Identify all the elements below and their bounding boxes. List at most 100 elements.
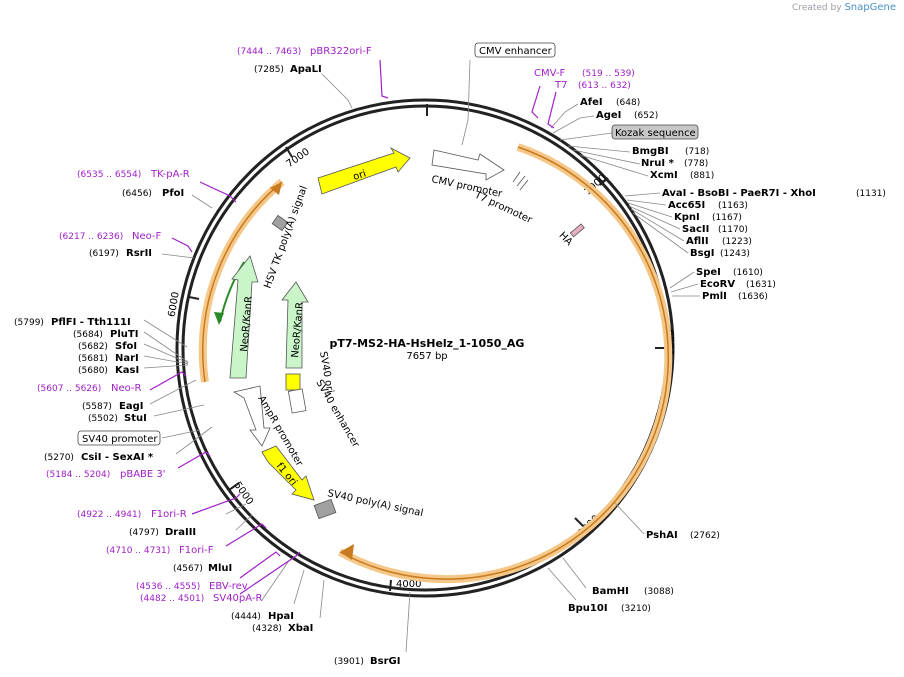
primer-tk-pa-r: TK-pA-R xyxy=(150,169,190,180)
enzyme-apali-pos: (7285) xyxy=(254,65,284,75)
enzyme-sfoi-pos: (5682) xyxy=(78,342,108,352)
enzyme-acc65i: Acc65I xyxy=(668,200,705,211)
primer-markers xyxy=(149,59,557,595)
enzyme-bsgi: BsgI xyxy=(690,248,714,259)
enzyme-xhoi-group-pos: (1131) xyxy=(856,189,886,199)
enzyme-tth111i: PflFI - Tth111I xyxy=(51,317,131,328)
neo-outer-arrow xyxy=(229,255,259,379)
enzyme-bsrgi: BsrGI xyxy=(370,656,400,667)
enzyme-sacii-pos: (1170) xyxy=(718,225,748,235)
cds-arrowhead xyxy=(340,544,354,560)
primer-cmv-f-range: (519 .. 539) xyxy=(582,69,635,79)
enzyme-nari-pos: (5681) xyxy=(78,354,108,364)
neo-outer-label: NeoR/KanR xyxy=(239,296,255,353)
t7-promoter-marks xyxy=(512,171,529,191)
enzyme-stui-pos: (5502) xyxy=(88,414,118,424)
tick-6000: 6000 xyxy=(167,291,182,318)
enzyme-agei: AgeI xyxy=(596,110,621,121)
enzyme-hpai: HpaI xyxy=(268,611,294,622)
enzyme-spei-pos: (1610) xyxy=(733,268,763,278)
primer-f1ori-r-range: (4922 .. 4941) xyxy=(77,510,141,520)
enzyme-xbai-pos: (4328) xyxy=(252,624,282,634)
enzyme-bpu10i-pos: (3210) xyxy=(621,604,651,614)
primer-neo-r: Neo-R xyxy=(111,383,142,394)
primer-t7: T7 xyxy=(554,80,567,91)
primer-ebv-rev-range: (4536 .. 4555) xyxy=(136,582,200,592)
enzyme-bamhi: BamHI xyxy=(592,586,629,597)
sv40-enhancer-box xyxy=(287,388,307,414)
primer-pbabe3: pBABE 3' xyxy=(120,469,166,480)
primer-f1ori-f-range: (4710 .. 4731) xyxy=(106,546,170,556)
enzyme-pmli-pos: (1636) xyxy=(738,292,768,302)
enzyme-ecorv-pos: (1631) xyxy=(746,280,776,290)
enzyme-xcmi-pos: (881) xyxy=(690,171,714,181)
enzyme-pfoi: PfoI xyxy=(162,188,184,199)
enzyme-afei-pos: (648) xyxy=(616,98,640,108)
primer-tk-pa-r-range: (6535 .. 6554) xyxy=(77,170,141,180)
neo-inner-arrow xyxy=(281,281,309,369)
primer-neo-f: Neo-F xyxy=(132,231,162,242)
primer-t7-range: (613 .. 632) xyxy=(578,81,631,91)
watermark-brand: SnapGene xyxy=(844,2,896,13)
sv40-enhancer-label: SV40 enhancer xyxy=(313,378,361,450)
enzyme-kpni: KpnI xyxy=(674,212,700,223)
enzyme-kasi: KasI xyxy=(115,365,139,376)
primer-sv40pa-r: SV40pA-R xyxy=(213,593,262,604)
hsv-tk-box xyxy=(271,214,289,232)
primer-cmv-f: CMV-F xyxy=(534,68,565,79)
neo-green-arrowhead xyxy=(214,312,224,325)
enzyme-apali: ApaLI xyxy=(290,64,322,75)
neo-inner-label: NeoR/KanR xyxy=(290,302,306,359)
primer-neo-f-range: (6217 .. 6236) xyxy=(59,232,123,242)
enzyme-afei: AfeI xyxy=(580,97,603,108)
enzyme-bsgi-pos: (1243) xyxy=(720,249,750,259)
enzyme-kpni-pos: (1167) xyxy=(712,213,742,223)
enzyme-nari: NarI xyxy=(115,353,139,364)
enzyme-acc65i-pos: (1163) xyxy=(718,201,748,211)
primer-pbr322ori-f: pBR322ori-F xyxy=(310,46,372,57)
primer-ebv-rev: EBV-rev xyxy=(209,581,248,592)
tick-4000: 4000 xyxy=(396,579,421,590)
kozak-box xyxy=(611,124,699,140)
enzyme-xcmi: XcmI xyxy=(650,170,678,181)
enzyme-pluti: PluTI xyxy=(110,329,138,340)
primer-f1ori-f: F1ori-F xyxy=(179,545,214,556)
cmv-promoter-arrow xyxy=(431,149,505,181)
sv40-promoter-box xyxy=(77,430,161,446)
primer-sv40pa-r-range: (4482 .. 4501) xyxy=(140,594,204,604)
enzyme-xbai: XbaI xyxy=(288,623,313,634)
enzyme-draiii-pos: (4797) xyxy=(129,528,159,538)
enzyme-eagi: EagI xyxy=(119,401,143,412)
enzyme-aflii: AflII xyxy=(686,236,709,247)
kozak-label: Kozak sequence xyxy=(615,128,696,139)
enzyme-kasi-pos: (5680) xyxy=(78,366,108,376)
backbone-outer xyxy=(175,98,675,598)
hsv-tk-label: HSV TK poly(A) signal xyxy=(262,184,309,290)
enzyme-stui: StuI xyxy=(124,413,147,424)
enzyme-agei-pos: (652) xyxy=(634,111,658,121)
sv40-ori-box xyxy=(285,373,301,391)
enzyme-bamhi-pos: (3088) xyxy=(644,587,674,597)
ha-feature xyxy=(569,223,585,238)
enzyme-hpai-pos: (4444) xyxy=(231,612,261,622)
enzyme-pluti-pos: (5684) xyxy=(73,330,103,340)
plasmid-size: 7657 bp xyxy=(406,351,447,362)
enzyme-bmgbi-pos: (718) xyxy=(685,147,709,157)
cmv-enhancer-box xyxy=(474,42,556,58)
enzyme-nrui-pos: (778) xyxy=(684,159,708,169)
enzyme-rsrii-pos: (6197) xyxy=(89,249,119,259)
enzyme-pshai: PshAI xyxy=(646,530,678,541)
enzyme-nrui: NruI * xyxy=(641,158,675,169)
enzyme-ecorv: EcoRV xyxy=(700,279,735,290)
primer-pbr322ori-f-range: (7444 .. 7463) xyxy=(237,47,301,57)
enzyme-csii-pos: (5270) xyxy=(44,453,74,463)
primer-pbabe3-range: (5184 .. 5204) xyxy=(46,470,110,480)
snapgene-watermark: Created by SnapGene xyxy=(792,2,896,13)
sv40-polya-label: SV40 poly(A) signal xyxy=(326,488,424,519)
enzyme-bpu10i: Bpu10I xyxy=(568,603,608,614)
cds-arc-line xyxy=(339,146,669,580)
enzyme-mlui: MluI xyxy=(208,563,232,574)
enzyme-eagi-pos: (5587) xyxy=(82,402,112,412)
cmv-enhancer-label: CMV enhancer xyxy=(479,46,553,57)
